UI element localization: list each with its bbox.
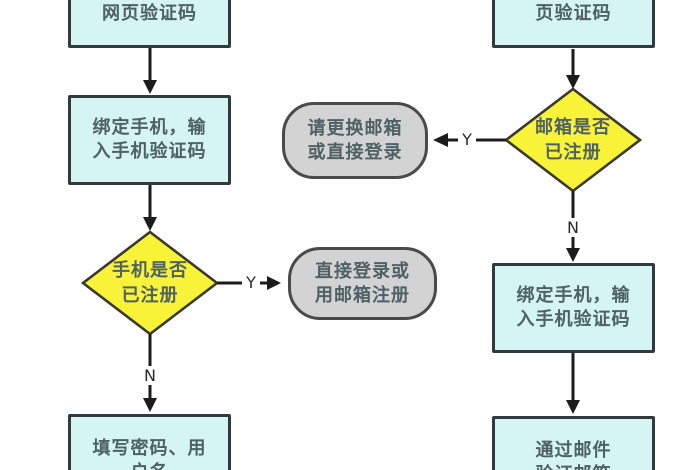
decision-email-registered-label: 邮箱是否 已注册: [503, 115, 643, 165]
node-text-line: 入手机验证码: [516, 309, 631, 330]
node-text-line: 用邮箱注册: [315, 284, 410, 306]
node-bind-phone-left: 绑定手机，输 入手机验证码: [68, 95, 231, 185]
node-text-line: 或直接登录: [307, 141, 403, 163]
decision-phone-registered-label: 手机是否 已注册: [80, 258, 220, 308]
terminal-change-email-or-login: 请更换邮箱 或直接登录: [282, 102, 428, 179]
node-text-line: 请更换邮箱: [307, 117, 403, 139]
terminal-direct-login-or-email-register: 直接登录或 用邮箱注册: [288, 247, 437, 320]
node-text-line: 填写密码、用: [92, 438, 207, 459]
node-text-line: 已注册: [544, 142, 602, 163]
node-text-line: 已注册: [121, 285, 179, 306]
label-no-left-branch: N: [141, 366, 159, 385]
node-text-line: 手机是否: [112, 260, 188, 281]
arrow-ldecision-yes-head: [267, 276, 281, 290]
node-text-line: 通过邮件: [535, 440, 612, 461]
arrow-ldecision-no-head: [143, 398, 157, 412]
node-text-line: 邮箱是否: [535, 117, 611, 138]
node-text-line: 入手机验证码: [92, 141, 207, 162]
node-bind-phone-right: 绑定手机，输 入手机验证码: [492, 263, 655, 353]
node-fill-password-username: 填写密码、用 户名: [68, 414, 231, 470]
arrow-rdecision-no-head: [566, 248, 580, 262]
node-text-line: 绑定手机，输: [92, 117, 207, 138]
node-enter-phone-web-captcha: 输入手机号、 网页验证码: [68, 0, 231, 48]
node-text-line: 直接登录或: [315, 260, 410, 282]
node-text-line: 网页验证码: [102, 3, 197, 24]
arrow-ltop-to-lbind-head: [143, 80, 157, 94]
node-enter-email-web-captcha: 输入邮箱、网 页验证码: [492, 0, 655, 48]
node-text-line: 页验证码: [535, 3, 612, 24]
arrow-rtop-to-rdecision-head: [566, 75, 580, 89]
node-text-line: 户名: [131, 461, 169, 470]
arrow-lbind-to-ldecision-head: [143, 217, 157, 231]
arrow-rbind-to-rbottom-head: [566, 400, 580, 414]
node-text-line: 验证邮箱: [536, 463, 612, 470]
label-yes-right-branch: Y: [458, 130, 476, 149]
arrow-rdecision-yes-head: [433, 133, 448, 147]
label-no-right-branch: N: [564, 218, 582, 237]
node-verify-email: 通过邮件 验证邮箱: [492, 416, 655, 470]
node-text-line: 绑定手机，输: [516, 285, 631, 306]
label-yes-left-branch: Y: [242, 273, 260, 292]
